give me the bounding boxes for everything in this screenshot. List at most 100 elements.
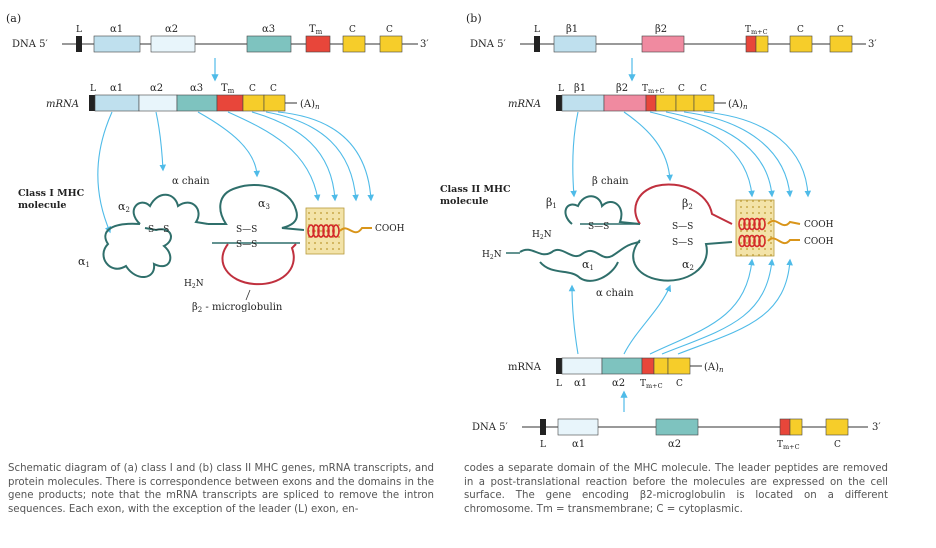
exon-c2	[379, 35, 403, 53]
svg-text:β1: β1	[546, 196, 557, 210]
svg-text:3′: 3′	[868, 39, 877, 50]
panel-b-letter: (b)	[466, 12, 482, 25]
svg-text:α1: α1	[572, 439, 585, 450]
svg-text:C: C	[270, 84, 277, 94]
svg-text:C: C	[834, 440, 841, 450]
caption-right: codes a separate domain of the MHC molec…	[464, 463, 888, 515]
svg-text:β chain: β chain	[592, 176, 629, 187]
b2-microglobulin	[221, 243, 297, 286]
svg-text:L: L	[90, 84, 96, 94]
ss-a3: S—S	[236, 240, 257, 250]
svg-text:C: C	[700, 84, 707, 94]
svg-text:α2: α2	[668, 439, 681, 450]
svg-text:COOH: COOH	[804, 220, 834, 230]
lbl-c2: C	[386, 25, 393, 35]
svg-text:C: C	[676, 379, 683, 389]
svg-text:α1: α1	[110, 83, 123, 94]
svg-text:L: L	[556, 379, 562, 389]
svg-text:β2: β2	[616, 83, 628, 94]
ss-a2: S—S	[236, 225, 257, 235]
svg-text:mRNA: mRNA	[508, 362, 542, 373]
svg-text:S—S: S—S	[672, 238, 693, 248]
svg-text:L: L	[558, 84, 564, 94]
svg-text:β1: β1	[574, 83, 586, 94]
h2n-a: H2N	[184, 279, 204, 290]
svg-text:H2N: H2N	[482, 250, 502, 261]
svg-text:β1: β1	[566, 24, 578, 35]
exon-alpha3	[246, 35, 292, 53]
svg-text:β2: β2	[682, 197, 693, 211]
panel-b-arrows-top	[570, 111, 812, 198]
lbl-a2: α2	[165, 24, 178, 35]
svg-text:Tm+C: Tm+C	[642, 84, 665, 95]
dna-3prime: 3′	[420, 39, 429, 50]
svg-text:α chain: α chain	[596, 288, 634, 299]
lbl-a3: α3	[262, 24, 275, 35]
svg-text:(A)n: (A)n	[704, 362, 724, 374]
svg-text:3′: 3′	[872, 422, 881, 433]
svg-text:DNA 5′: DNA 5′	[472, 422, 509, 433]
panel-a: (a) DNA 5′ 3′ L α1 α2 α3 Tm C C mRNA	[6, 12, 429, 314]
b2m-label: β2 - microglobulin	[192, 302, 283, 314]
svg-text:Tm+C: Tm+C	[745, 25, 768, 36]
svg-text:α2: α2	[682, 258, 694, 272]
panel-a-letter: (a)	[6, 12, 21, 25]
svg-text:C: C	[797, 25, 804, 35]
svg-text:COOH: COOH	[804, 237, 834, 247]
svg-text:C: C	[837, 25, 844, 35]
svg-text:Tm: Tm	[221, 83, 235, 95]
exon-tm	[305, 35, 331, 53]
svg-text:(A)n: (A)n	[728, 99, 748, 111]
svg-text:mRNA: mRNA	[508, 99, 541, 110]
svg-text:α1: α1	[582, 258, 594, 272]
svg-text:Tm+C: Tm+C	[777, 440, 800, 451]
svg-text:L: L	[534, 25, 540, 35]
mrna-label: mRNA	[46, 99, 79, 110]
svg-text:DNA 5′: DNA 5′	[470, 39, 507, 50]
svg-text:α2: α2	[118, 200, 130, 214]
svg-text:α1: α1	[574, 378, 587, 389]
svg-text:α3: α3	[258, 197, 270, 211]
svg-text:L: L	[540, 440, 546, 450]
exon-c1	[342, 35, 366, 53]
panel-b-mrna-alpha: mRNA (A)n L α1 α2 Tm+C C	[508, 357, 724, 390]
panel-b-dna: DNA 5′ 3′ L β1 β2 Tm+C C C	[470, 24, 877, 53]
dna-label: DNA 5′	[12, 39, 49, 50]
exon-L	[76, 36, 82, 52]
ss-a1: S—S	[148, 225, 169, 235]
svg-text:β2: β2	[655, 24, 667, 35]
caption-left: Schematic diagram of (a) class I and (b)…	[8, 463, 434, 515]
panel-b-mrna: mRNA (A)n L β1 β2 Tm+C C C	[508, 83, 748, 112]
panel-b-arrows-bottom	[568, 258, 793, 355]
tm-coils	[307, 224, 340, 238]
alpha-chain-label: α chain	[172, 176, 210, 187]
panel-a-mrna: mRNA (A)n L α1 α2 α3 Tm C C	[46, 83, 320, 112]
svg-text:S—S: S—S	[672, 222, 693, 232]
panel-b: (b) DNA 5′ 3′ L β1 β2 Tm+C C C mRNA	[440, 12, 881, 451]
lbl-a1: α1	[110, 24, 123, 35]
svg-text:α2: α2	[612, 378, 625, 389]
svg-text:C: C	[678, 84, 685, 94]
lbl-c1: C	[349, 25, 356, 35]
svg-text:S—S: S—S	[588, 222, 609, 232]
svg-text:α2: α2	[150, 83, 163, 94]
lbl-tm: Tm	[309, 24, 323, 36]
exon-alpha2	[150, 35, 196, 53]
svg-text:H2N: H2N	[532, 230, 552, 241]
cooh-a: COOH	[375, 224, 405, 234]
panel-a-dna: DNA 5′ 3′ L α1 α2 α3 Tm C C	[12, 24, 429, 53]
polya: (A)n	[300, 99, 320, 111]
alpha-chain	[102, 193, 209, 278]
exon-alpha1	[93, 35, 141, 53]
panel-b-dna-alpha: DNA 5′ 3′ L α1 α2 Tm+C C	[472, 418, 881, 451]
panel-a-arrows	[97, 111, 374, 234]
svg-text:C: C	[249, 84, 256, 94]
svg-text:Tm+C: Tm+C	[640, 379, 663, 390]
lbl-L: L	[76, 25, 82, 35]
svg-text:α3: α3	[190, 83, 203, 94]
